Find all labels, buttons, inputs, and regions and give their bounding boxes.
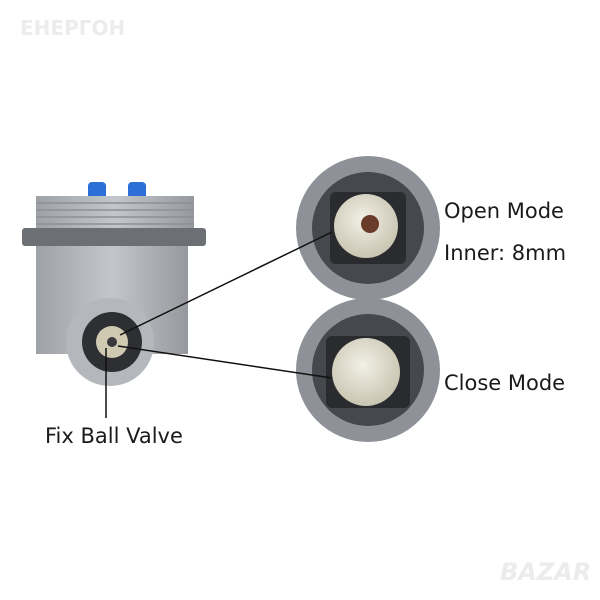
- label-fix-ball-valve: Fix Ball Valve: [45, 424, 183, 448]
- open-mode-view: [296, 156, 440, 300]
- pointer-line-close: [117, 345, 333, 379]
- pointer-line-open: [119, 231, 333, 336]
- watermark-energon: ЕНЕРГОН: [20, 16, 126, 40]
- close-mode-view: [296, 298, 440, 442]
- watermark-bazar: BAZAR: [500, 558, 592, 586]
- label-inner-diameter: Inner: 8mm: [444, 241, 567, 265]
- label-open-mode: Open Mode: [444, 199, 564, 223]
- label-close-mode: Close Mode: [444, 371, 566, 395]
- valve-housing: [22, 182, 206, 386]
